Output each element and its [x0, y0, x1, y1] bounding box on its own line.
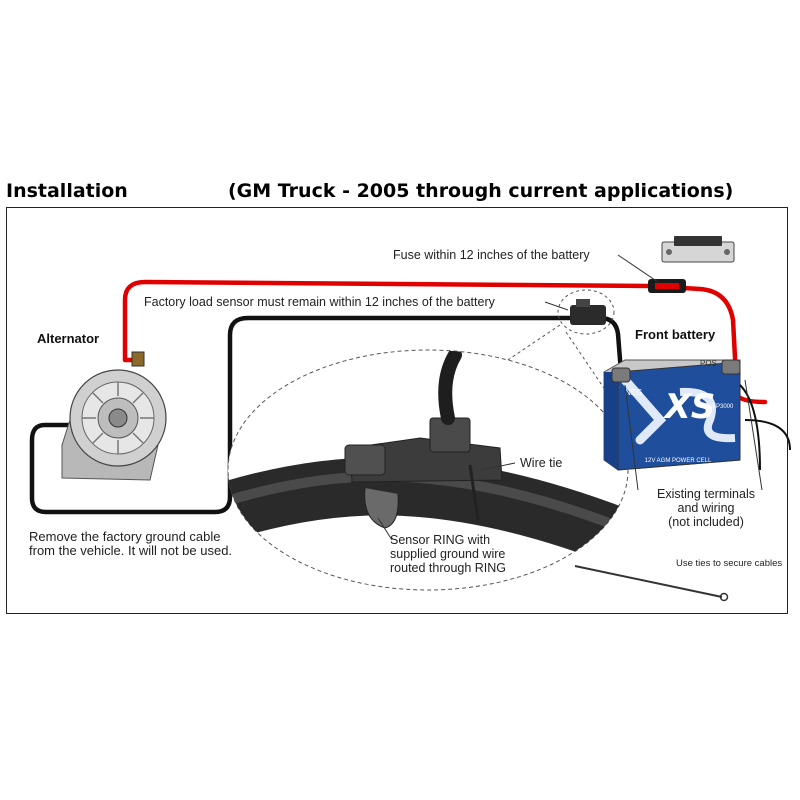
inline-fuse-icon — [648, 279, 686, 293]
ties-note: Use ties to secure cables — [676, 557, 783, 571]
existing-line-2: and wiring — [677, 501, 735, 515]
wire-tie-label: Wire tie — [520, 456, 563, 470]
fuse-holder-icon — [661, 236, 735, 263]
sensor-ring-line-2: supplied ground wire — [390, 547, 506, 561]
load-sensor-icon — [557, 289, 615, 335]
remove-note-line-2: from the vehicle. It will not be used. — [29, 543, 233, 558]
existing-terminals-note: Existing terminals and wiring (not inclu… — [640, 487, 772, 529]
battery-pos-label: POS — [700, 359, 717, 368]
positive-cable — [122, 279, 768, 405]
battery-neg-label: NEG — [625, 388, 642, 397]
sensor-ring-line-1: Sensor RING with — [390, 533, 491, 547]
cable-tie-icon — [574, 565, 729, 602]
sensor-label: Factory load sensor must remain within 1… — [144, 295, 495, 309]
diagram-frame — [6, 207, 788, 614]
sensor-ring-line-3: routed through RING — [390, 561, 507, 575]
alternator-icon — [61, 351, 167, 481]
sensor-ring-note: Sensor RING with supplied ground wire ro… — [390, 533, 506, 575]
page-subtitle: (GM Truck - 2005 through current applica… — [228, 180, 734, 202]
front-battery-label: Front battery — [635, 327, 716, 342]
battery-side-text: 12V AGM POWER CELL — [645, 458, 712, 464]
fuse-label: Fuse within 12 inches of the battery — [393, 248, 590, 262]
remove-note-line-1: Remove the factory ground cable — [29, 529, 221, 544]
battery-brand: XS — [663, 387, 716, 427]
existing-line-1: Existing terminals — [657, 487, 755, 501]
remove-ground-note: Remove the factory ground cable from the… — [29, 529, 233, 558]
page-title: Installation — [6, 180, 128, 202]
alternator-label: Alternator — [37, 331, 100, 346]
front-battery-icon — [603, 359, 741, 471]
existing-line-3: (not included) — [668, 515, 744, 529]
sensor-detail-bubble — [227, 349, 629, 591]
battery-model: XP3000 — [712, 404, 734, 410]
